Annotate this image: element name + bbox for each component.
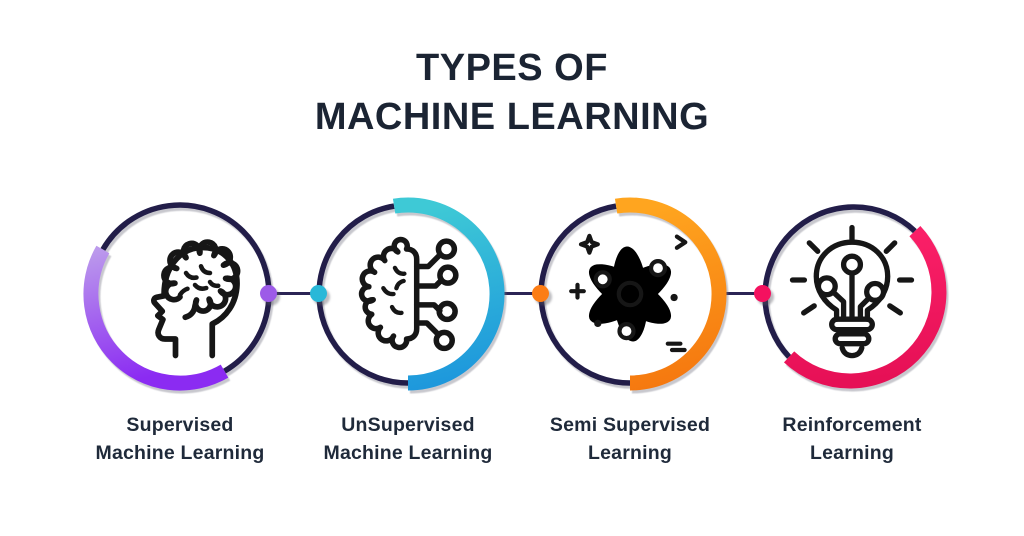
ml-type-node-semi-supervised xyxy=(530,194,730,394)
ml-type-node-unsupervised xyxy=(308,194,508,394)
head-brain-icon xyxy=(151,239,241,359)
lightbulb-circuit-icon xyxy=(789,224,915,359)
page-title: TYPES OF MACHINE LEARNING xyxy=(0,44,1024,141)
atom-icon xyxy=(569,233,688,353)
connector-dot-reinforcement xyxy=(754,285,771,302)
connector-dot-semi-supervised xyxy=(532,285,549,302)
connector-line-3 xyxy=(717,292,768,296)
page-title-line2: MACHINE LEARNING xyxy=(314,95,710,138)
connector-dot-supervised xyxy=(260,285,277,302)
ml-type-label-semi-supervised: Semi Supervised Learning xyxy=(549,414,711,464)
connector-dot-unsupervised xyxy=(310,285,327,302)
brain-circuit-icon xyxy=(358,236,459,352)
ml-type-node-supervised xyxy=(80,194,280,394)
ml-type-label-supervised: Supervised Machine Learning xyxy=(95,414,265,464)
ml-type-label-unsupervised: UnSupervised Machine Learning xyxy=(323,414,493,464)
connector-line-1 xyxy=(264,292,324,296)
accent-ring-supervised xyxy=(83,202,272,391)
connector-line-2 xyxy=(495,292,546,296)
ml-type-node-reinforcement xyxy=(752,194,952,394)
accent-ring-reinforcement xyxy=(762,204,947,389)
ml-type-label-reinforcement: Reinforcement Learning xyxy=(782,414,922,464)
page-title-line1: TYPES OF xyxy=(416,47,608,89)
